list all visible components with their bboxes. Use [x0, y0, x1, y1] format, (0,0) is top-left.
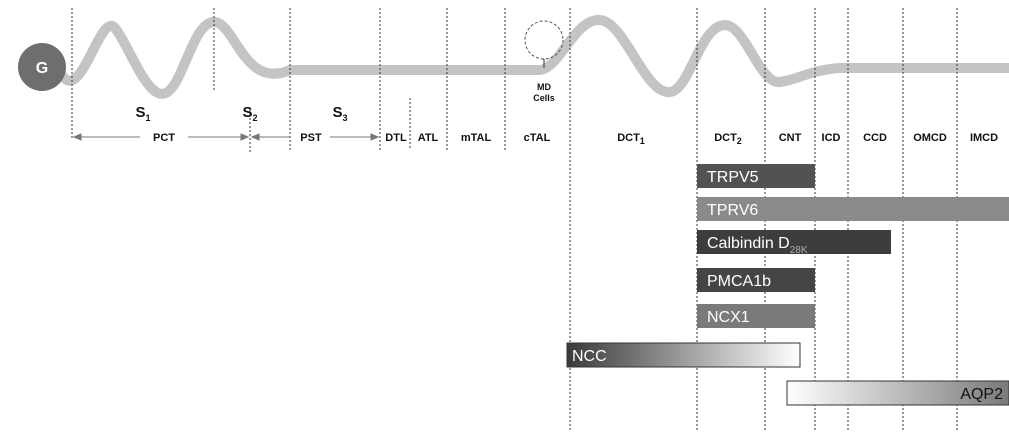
segment-atl: ATL: [418, 132, 439, 144]
segment-arrows: [72, 133, 380, 141]
segment-mtal: mTAL: [461, 132, 492, 144]
segment-ctal: cTAL: [524, 132, 551, 144]
glomerulus: G: [18, 43, 66, 91]
pct-arrowhead-right: [240, 133, 250, 141]
expression-bars: TRPV5 TPRV6 Calbindin D28K PMCA1b NCX1 N…: [566, 164, 1009, 406]
bar-tprv6: TPRV6: [697, 197, 1009, 221]
bar-trpv5: TRPV5: [697, 164, 815, 188]
md-label-line2: Cells: [533, 93, 555, 103]
bar-aqp2: AQP2: [786, 380, 1009, 406]
segment-imcd: IMCD: [970, 132, 998, 144]
bar-calbindin: Calbindin D28K: [697, 230, 891, 256]
s2-label: S2: [242, 104, 257, 123]
proximal-tubule-wave: [55, 17, 545, 99]
segment-dtl: DTL: [385, 132, 407, 144]
md-label-line1: MD: [537, 82, 551, 92]
glomerulus-label: G: [36, 60, 48, 77]
segment-labels: PCT PST DTL ATL mTAL cTAL DCT1 DCT2 CNT …: [153, 132, 998, 146]
pct-arrowhead-left: [72, 133, 82, 141]
tubule: [55, 15, 1009, 99]
pst-arrowhead-left: [250, 133, 260, 141]
bar-ncc: NCC: [566, 342, 801, 368]
segment-cnt: CNT: [779, 132, 802, 144]
macula-densa: MD Cells: [524, 20, 564, 103]
bar-ncc-label: NCC: [572, 348, 607, 365]
bar-ncx1: NCX1: [697, 304, 815, 328]
bar-calbindin-label: Calbindin D28K: [707, 235, 808, 256]
segment-pct: PCT: [153, 132, 175, 144]
s1-label: S1: [135, 104, 150, 123]
bar-tprv6-label: TPRV6: [707, 202, 758, 219]
pst-arrowhead-right: [370, 133, 380, 141]
segment-dct2: DCT2: [714, 132, 742, 146]
s3-label: S3: [332, 104, 347, 123]
segment-dct1: DCT1: [617, 132, 645, 146]
segment-pst: PST: [300, 132, 322, 144]
distal-tubule-wave: [535, 15, 1009, 97]
bar-pmca1b: PMCA1b: [697, 268, 815, 292]
segment-omcd: OMCD: [913, 132, 947, 144]
bar-pmca1b-label: PMCA1b: [707, 273, 771, 290]
md-cells-circle: [524, 20, 564, 60]
bar-aqp2-label: AQP2: [960, 386, 1003, 403]
bar-trpv5-label: TRPV5: [707, 169, 759, 186]
bar-ncx1-label: NCX1: [707, 309, 750, 326]
segment-ccd: CCD: [863, 132, 887, 144]
segment-icd: ICD: [822, 132, 841, 144]
